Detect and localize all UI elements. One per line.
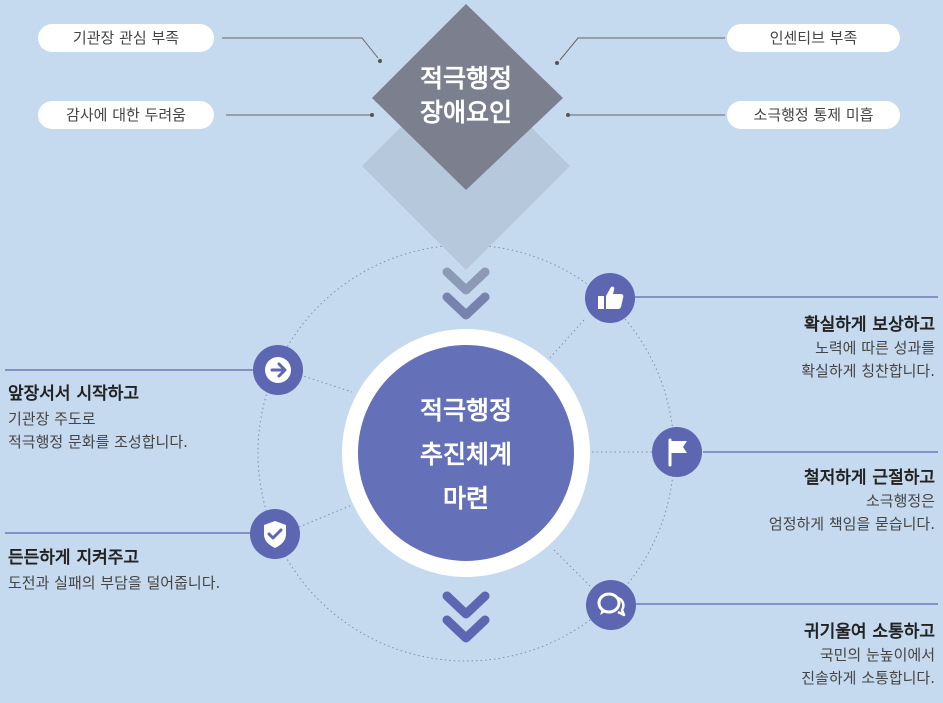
left-item-protect-desc-line1: 도전과 실패의 부담을 덜어줍니다. [8, 574, 221, 592]
right-item-communicate-title: 귀기울여 소통하고 [803, 622, 935, 642]
left-item-protect-desc: 도전과 실패의 부담을 덜어줍니다. [8, 572, 220, 595]
obstacle-title: 적극행정 장애요인 [396, 62, 536, 130]
right-item-eradicate-desc-line1: 소극행정은 [865, 492, 935, 510]
center-circle [358, 345, 574, 561]
right-item-communicate-desc-line1: 국민의 눈높이에서 [819, 646, 935, 664]
left-item-protect-title: 든든하게 지켜주고 [8, 548, 140, 568]
spoke-lines [298, 319, 652, 587]
flag-icon [652, 427, 702, 477]
center-title-line2: 추진체계 [419, 440, 512, 469]
obstacle-pill-audit-fear: 감사에 대한 두려움 [38, 101, 214, 129]
right-item-reward-desc: 노력에 따른 성과를 확실하게 칭찬합니다. [801, 337, 935, 383]
obstacle-pill-leader-interest: 기관장 관심 부족 [38, 24, 214, 52]
right-item-communicate-desc: 국민의 눈높이에서 진솔하게 소통합니다. [801, 644, 935, 690]
right-item-reward-desc-line2: 확실하게 칭찬합니다. [801, 362, 935, 380]
left-item-start-title: 앞장서서 시작하고 [8, 384, 140, 404]
right-item-eradicate-desc: 소극행정은 엄정하게 책임을 묻습니다. [769, 490, 935, 536]
side-lines [5, 296, 938, 605]
thumbs-up-icon [585, 273, 635, 323]
left-item-start-desc: 기관장 주도로 적극행정 문화를 조성합니다. [8, 408, 188, 454]
obstacle-diamond [372, 4, 563, 190]
center-title: 적극행정 추진체계 마련 [386, 389, 546, 521]
obstacle-title-line1: 적극행정 [419, 64, 512, 93]
right-item-eradicate-desc-line2: 엄정하게 책임을 묻습니다. [768, 515, 935, 533]
obstacle-pill-incentive: 인센티브 부족 [727, 24, 900, 52]
obstacle-pill-passive-control: 소극행정 통제 미흡 [727, 101, 900, 129]
right-item-reward-desc-line1: 노력에 따른 성과를 [815, 339, 935, 357]
left-item-start-desc-line1: 기관장 주도로 [8, 410, 96, 428]
bottom-chevrons [442, 591, 490, 643]
center-title-line1: 적극행정 [419, 396, 512, 425]
shield-check-icon [250, 509, 300, 559]
right-item-eradicate-title: 철저하게 근절하고 [803, 468, 935, 488]
obstacle-title-line2: 장애요인 [419, 98, 512, 127]
right-item-communicate-desc-line2: 진솔하게 소통합니다. [801, 669, 935, 687]
top-chevrons [442, 267, 490, 320]
connector-dots [370, 59, 570, 117]
chat-bubbles-icon [586, 580, 636, 630]
obstacle-connectors [222, 37, 725, 116]
arrow-right-icon [253, 345, 303, 395]
center-title-line3: 마련 [442, 484, 489, 513]
right-item-reward-title: 확실하게 보상하고 [803, 315, 935, 335]
left-item-start-desc-line2: 적극행정 문화를 조성합니다. [8, 433, 188, 451]
